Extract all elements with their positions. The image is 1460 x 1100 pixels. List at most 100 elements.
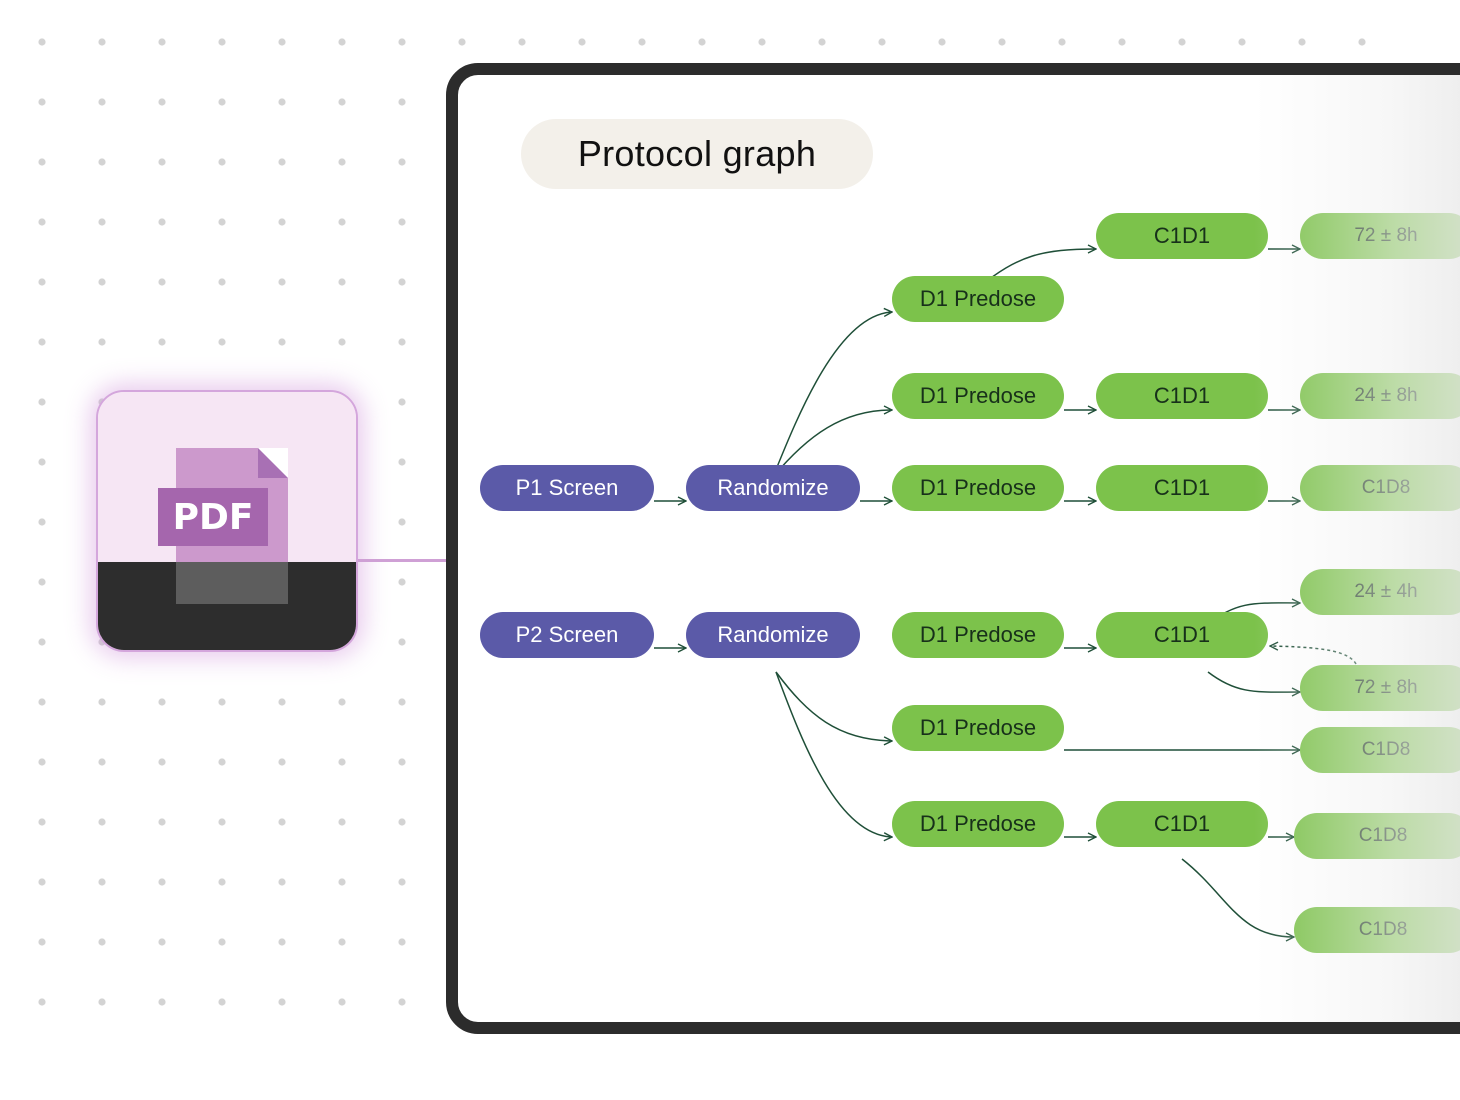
grid-dot: [38, 938, 46, 946]
node-c1d1-a[interactable]: C1D1: [1096, 213, 1268, 259]
grid-dot: [218, 698, 226, 706]
grid-dot: [98, 278, 106, 286]
grid-dot: [338, 158, 346, 166]
node-d1-predose-c[interactable]: D1 Predose: [892, 465, 1064, 511]
grid-dot: [1118, 38, 1126, 46]
grid-dot: [158, 278, 166, 286]
grid-dot: [98, 98, 106, 106]
grid-dot: [338, 758, 346, 766]
grid-dot: [38, 758, 46, 766]
node-p2-screen[interactable]: P2 Screen: [480, 612, 654, 658]
grid-dot: [38, 38, 46, 46]
grid-dot: [158, 158, 166, 166]
node-c1d1-c[interactable]: C1D1: [1096, 465, 1268, 511]
grid-dot: [98, 818, 106, 826]
grid-dot: [38, 458, 46, 466]
grid-dot: [338, 818, 346, 826]
pdf-label: PDF: [158, 488, 268, 546]
node-p2-randomize[interactable]: Randomize: [686, 612, 860, 658]
node-p1-screen[interactable]: P1 Screen: [480, 465, 654, 511]
node-c1d8-b[interactable]: C1D8: [1300, 727, 1460, 773]
grid-dot: [38, 518, 46, 526]
grid-dot: [458, 38, 466, 46]
grid-dot: [38, 98, 46, 106]
grid-dot: [38, 998, 46, 1006]
node-c1d8-a[interactable]: C1D8: [1300, 465, 1460, 511]
grid-dot: [1238, 38, 1246, 46]
edge-randomize-d1e: [775, 671, 892, 741]
grid-dot: [218, 278, 226, 286]
grid-dot: [398, 278, 406, 286]
node-d1-predose-f[interactable]: D1 Predose: [892, 801, 1064, 847]
grid-dot: [98, 38, 106, 46]
grid-dot: [218, 938, 226, 946]
node-c1d1-f[interactable]: C1D1: [1096, 801, 1268, 847]
grid-dot: [38, 398, 46, 406]
grid-dot: [398, 758, 406, 766]
grid-dot: [98, 158, 106, 166]
pdf-to-panel-connector: [358, 559, 450, 562]
node-c1d8-c[interactable]: C1D8: [1294, 813, 1460, 859]
node-d1-predose-d[interactable]: D1 Predose: [892, 612, 1064, 658]
grid-dot: [278, 218, 286, 226]
grid-dot: [98, 878, 106, 886]
grid-dot: [338, 98, 346, 106]
grid-dot: [218, 998, 226, 1006]
node-24h-b[interactable]: 24 ± 4h: [1300, 569, 1460, 615]
node-c1d1-d[interactable]: C1D1: [1096, 612, 1268, 658]
grid-dot: [158, 38, 166, 46]
grid-dot: [338, 338, 346, 346]
grid-dot: [38, 698, 46, 706]
panel-title: Protocol graph: [521, 119, 873, 189]
node-c1d1-b[interactable]: C1D1: [1096, 373, 1268, 419]
grid-dot: [278, 938, 286, 946]
node-d1-predose-b[interactable]: D1 Predose: [892, 373, 1064, 419]
grid-dot: [998, 38, 1006, 46]
pdf-file-fold: [258, 448, 288, 478]
node-72h-b[interactable]: 72 ± 8h: [1300, 665, 1460, 711]
grid-dot: [218, 878, 226, 886]
grid-dot: [338, 698, 346, 706]
grid-dot: [398, 458, 406, 466]
grid-dot: [278, 98, 286, 106]
grid-dot: [398, 818, 406, 826]
grid-dot: [38, 218, 46, 226]
grid-dot: [98, 218, 106, 226]
grid-dot: [38, 578, 46, 586]
grid-dot: [218, 338, 226, 346]
edge-72b-c1d1d-dashed: [1270, 646, 1357, 665]
edge-c1d1f-c1d8d: [1181, 858, 1294, 937]
grid-dot: [278, 878, 286, 886]
node-d1-predose-e[interactable]: D1 Predose: [892, 705, 1064, 751]
grid-dot: [158, 998, 166, 1006]
grid-dot: [278, 278, 286, 286]
edge-randomize-d1f: [775, 671, 892, 837]
node-p1-randomize[interactable]: Randomize: [686, 465, 860, 511]
node-24h-a[interactable]: 24 ± 8h: [1300, 373, 1460, 419]
grid-dot: [398, 698, 406, 706]
node-c1d8-d[interactable]: C1D8: [1294, 907, 1460, 953]
grid-dot: [38, 818, 46, 826]
grid-dot: [98, 998, 106, 1006]
grid-dot: [218, 158, 226, 166]
node-72h-a[interactable]: 72 ± 8h: [1300, 213, 1460, 259]
node-d1-predose-a[interactable]: D1 Predose: [892, 276, 1064, 322]
grid-dot: [158, 98, 166, 106]
grid-dot: [98, 938, 106, 946]
grid-dot: [1178, 38, 1186, 46]
grid-dot: [98, 698, 106, 706]
grid-dot: [218, 98, 226, 106]
grid-dot: [158, 338, 166, 346]
grid-dot: [398, 578, 406, 586]
grid-dot: [158, 818, 166, 826]
grid-dot: [398, 218, 406, 226]
pdf-document-card[interactable]: PDF: [96, 390, 358, 652]
grid-dot: [938, 38, 946, 46]
grid-dot: [398, 338, 406, 346]
grid-dot: [218, 818, 226, 826]
grid-dot: [218, 38, 226, 46]
grid-dot: [158, 878, 166, 886]
grid-dot: [818, 38, 826, 46]
grid-dot: [398, 998, 406, 1006]
grid-dot: [638, 38, 646, 46]
